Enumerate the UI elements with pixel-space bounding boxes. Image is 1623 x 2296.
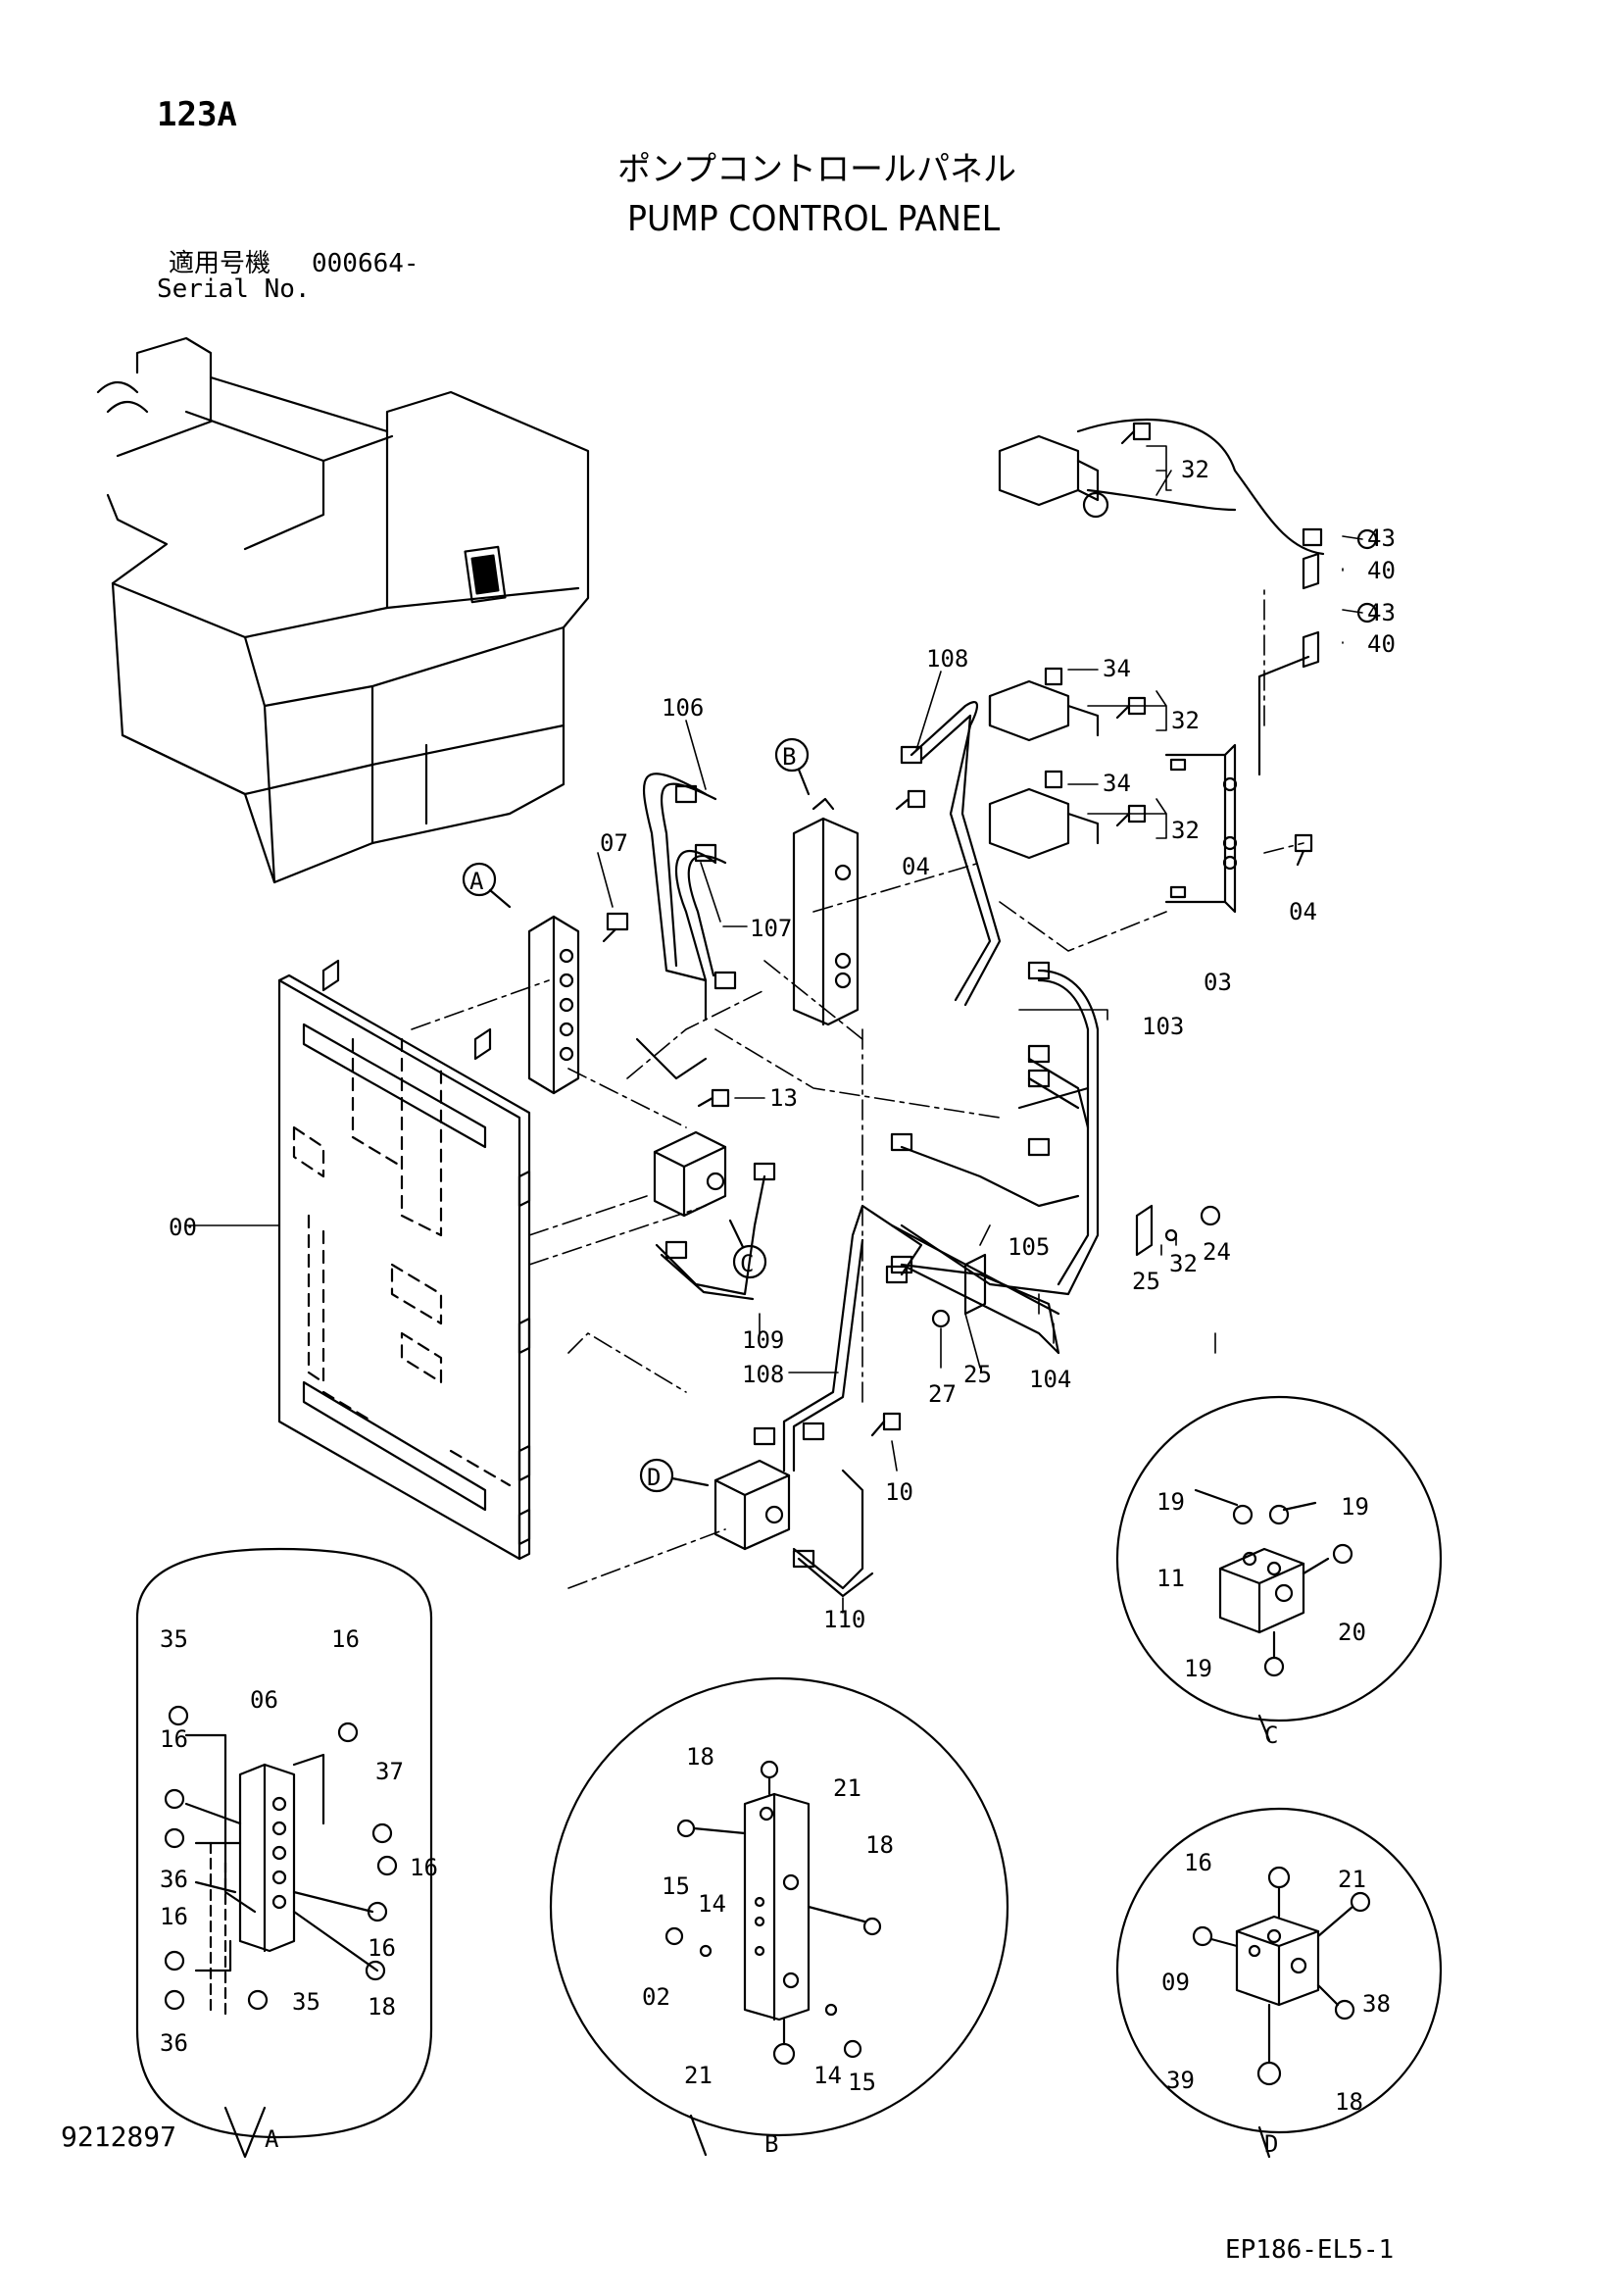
fittings [602, 422, 1378, 1569]
part-label-13: 13 [769, 1084, 798, 1112]
hoses [635, 701, 1100, 1598]
c-label-11: 11 [1156, 1565, 1185, 1592]
part-label-40: 40 [1367, 557, 1396, 584]
valve-block-d [713, 1459, 791, 1551]
a-label-36: 36 [160, 1866, 188, 1893]
part-label-109: 109 [742, 1326, 784, 1354]
manifold-b [792, 797, 860, 1026]
part-label-43b: 43 [1367, 599, 1396, 626]
a-label-06: 06 [250, 1686, 278, 1714]
balloon-label-d: D [647, 1464, 661, 1491]
reference-code: EP186-EL5-1 [1225, 2235, 1395, 2265]
a-label-18: 18 [368, 1993, 396, 2021]
b-label-18b: 18 [865, 1831, 894, 1859]
d-label-38: 38 [1362, 1990, 1391, 2018]
part-label-108: 108 [742, 1361, 784, 1388]
part-label-25b: 25 [963, 1361, 992, 1388]
b-label-02: 02 [642, 1983, 670, 2011]
part-label-40b: 40 [1367, 630, 1396, 658]
part-label-27: 27 [928, 1380, 957, 1408]
part-label-110: 110 [823, 1606, 865, 1633]
b-label-15: 15 [662, 1872, 690, 1900]
b-label-21b: 21 [684, 2062, 713, 2089]
a-label-16d: 16 [160, 1903, 188, 1930]
serial-label-english: Serial No. [157, 275, 311, 304]
c-view-label: C [1264, 1722, 1278, 1749]
part-label-34: 34 [1103, 655, 1131, 682]
c-label-19c: 19 [1184, 1655, 1212, 1682]
part-label-105: 106 [662, 694, 704, 722]
leader-lines [411, 587, 1304, 1589]
serial-number: 000664- [312, 249, 419, 278]
b-label-18: 18 [686, 1743, 714, 1771]
balloon-label-a: A [469, 868, 484, 895]
detail-b-manifold [664, 1760, 882, 2066]
part-label-43: 43 [1367, 524, 1396, 552]
part-label-25: 25 [1132, 1268, 1160, 1295]
control-panel-plate [277, 959, 531, 1561]
a-label-16e: 16 [368, 1934, 396, 1962]
page-number: 123A [157, 95, 237, 134]
d-label-21: 21 [1338, 1866, 1366, 1893]
part-label-03: 03 [1204, 969, 1232, 996]
a-label-16b: 16 [160, 1725, 188, 1753]
part-label-34b: 34 [1103, 770, 1131, 797]
b-label-21: 21 [833, 1774, 861, 1802]
a-label-35: 35 [160, 1625, 188, 1653]
part-label-101: 103 [1142, 1013, 1184, 1040]
callout-balloons: A B C D [462, 737, 811, 1493]
title-japanese: ポンプコントロールパネル [617, 150, 1016, 189]
c-label-19: 19 [1156, 1488, 1185, 1516]
detail-view-frames [135, 1395, 1443, 2159]
b-view-label: B [764, 2130, 778, 2158]
a-view-label: A [265, 2125, 279, 2153]
part-label-32b: 32 [1171, 817, 1200, 844]
part-leaders [185, 445, 1363, 1614]
d-label-09: 09 [1161, 1969, 1190, 1996]
machine-body [96, 336, 590, 884]
a-label-16: 16 [331, 1625, 360, 1653]
d-view-label: D [1264, 2130, 1278, 2158]
d-label-18: 18 [1335, 2088, 1363, 2116]
balloon-label-c: C [740, 1250, 754, 1277]
c-label-19b: 19 [1341, 1493, 1369, 1521]
part-label-104: 105 [1008, 1233, 1050, 1261]
part-label-29: 32 [1181, 456, 1209, 483]
a-label-16c: 16 [410, 1854, 438, 1881]
part-label-07: 07 [600, 829, 628, 857]
detail-c-valve-block [1194, 1488, 1353, 1677]
document-number: 9212897 [61, 2121, 177, 2153]
detail-d-valve-block [1192, 1866, 1371, 2086]
part-number-labels: 32 43 40 43 40 108 34 32 106 34 32 04 07… [160, 456, 1396, 2158]
part-label-24: 24 [1203, 1238, 1231, 1266]
part-label-28: 32 [1169, 1250, 1198, 1277]
part-label-107: 108 [926, 645, 968, 673]
valve-block-c [653, 1130, 727, 1218]
part-label-10: 10 [885, 1478, 913, 1506]
b-label-15b: 15 [848, 2069, 876, 2096]
part-label-04b: 04 [1289, 898, 1317, 925]
part-label-04: 04 [902, 853, 930, 880]
part-label-106: 107 [750, 915, 792, 942]
d-label-39: 39 [1166, 2067, 1195, 2094]
part-label-32: 32 [1171, 707, 1200, 734]
title-english: PUMP CONTROL PANEL [627, 199, 1001, 239]
d-label-16: 16 [1184, 1849, 1212, 1876]
b-label-14b: 14 [813, 2062, 842, 2089]
manifold-a [527, 915, 580, 1095]
balloon-label-b: B [782, 743, 796, 771]
part-label-103: 104 [1029, 1366, 1071, 1393]
a-label-35b: 35 [292, 1988, 320, 2016]
a-label-36b: 36 [160, 2029, 188, 2057]
a-label-37: 37 [375, 1758, 404, 1785]
b-label-14: 14 [698, 1890, 726, 1918]
c-label-20: 20 [1338, 1619, 1366, 1646]
serial-label-japanese: 適用号機 [169, 249, 271, 278]
bracket-03 [1164, 552, 1320, 914]
part-label-00: 00 [169, 1214, 197, 1241]
solenoid-valves [988, 419, 1325, 860]
detail-a-manifold [164, 1705, 398, 2021]
